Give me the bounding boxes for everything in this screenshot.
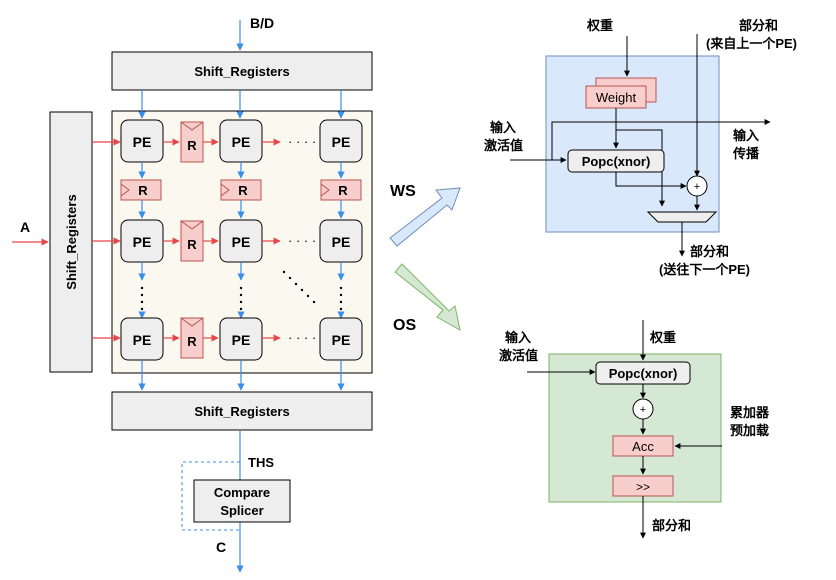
reg-v3-label: R	[338, 183, 348, 198]
os-act-in-1: 输入	[505, 330, 531, 345]
ws-act-in-2: 激活值	[484, 138, 523, 153]
row1-dots: · · · ·	[288, 134, 316, 149]
os-adder-plus: +	[640, 404, 646, 416]
reg-r3-clock-mark	[180, 317, 204, 327]
top-shift-registers-label: Shift_Registers	[194, 64, 289, 79]
ws-label: WS	[390, 183, 416, 200]
os-preload-1: 累加器	[730, 405, 770, 420]
ws-adder-plus: +	[694, 181, 700, 193]
pe-r1c3-label: PE	[332, 134, 351, 150]
pe-r2c1-label: PE	[133, 234, 152, 250]
reg-v3-clock-mark	[320, 183, 330, 197]
left-shift-registers	[49, 111, 93, 373]
os-acc-label: Acc	[632, 439, 654, 454]
ws-arrow	[389, 187, 461, 247]
ws-partial-out-2: (送往下一个PE)	[659, 262, 750, 277]
os-arrow	[394, 263, 461, 331]
ws-popc-label: Popc(xnor)	[582, 154, 651, 169]
reg-r1-label: R	[187, 138, 197, 153]
reg-r1-clock-mark	[180, 121, 204, 131]
os-act-in-2: 激活值	[499, 348, 538, 363]
os-partial-out: 部分和	[652, 518, 691, 533]
reg-v1-label: R	[138, 183, 148, 198]
reg-v2-label: R	[238, 183, 248, 198]
pe-r1c2-label: PE	[232, 134, 251, 150]
bottom-shift-registers	[111, 391, 373, 431]
bottom-shift-registers-label: Shift_Registers	[194, 404, 289, 419]
left-shift-registers-label: Shift_Registers	[64, 194, 79, 289]
top-shift-registers	[111, 51, 373, 91]
pe-r2c2-label: PE	[232, 234, 251, 250]
ws-mux	[646, 211, 718, 223]
os-shift-label: >>	[636, 480, 650, 494]
pe-r3c2-label: PE	[232, 332, 251, 348]
compare-splicer-box	[193, 479, 291, 523]
ws-partial-in-1: 部分和	[739, 18, 778, 33]
compare-label: Compare	[214, 485, 270, 500]
splicer-label: Splicer	[220, 503, 263, 518]
row3-dots: · · · ·	[288, 330, 316, 345]
reg-r2-label: R	[187, 237, 197, 252]
pe-r2c3-label: PE	[332, 234, 351, 250]
reg-r2-clock-mark	[180, 220, 204, 230]
pe-r1c1-label: PE	[133, 134, 152, 150]
reg-v1-clock-mark	[120, 183, 130, 197]
ws-weight-title: 权重	[586, 18, 613, 33]
vertical-dots	[140, 286, 343, 311]
ws-weight-to-mux	[616, 129, 665, 207]
ws-act-propagate	[551, 119, 771, 160]
input-a-label: A	[20, 219, 30, 235]
pe-r3c1-label: PE	[133, 332, 152, 348]
ws-popc-to-adder	[615, 172, 687, 189]
os-label: OS	[393, 317, 416, 334]
reg-v2-clock-mark	[220, 183, 230, 197]
input-bd-label: B/D	[250, 15, 274, 31]
os-popc-label: Popc(xnor)	[609, 366, 678, 381]
pe-r3c3-label: PE	[332, 332, 351, 348]
reg-r3-label: R	[187, 334, 197, 349]
row2-dots: · · · ·	[288, 233, 316, 248]
diagonal-dots	[282, 270, 316, 304]
os-preload-2: 预加载	[730, 423, 769, 438]
ws-act-out-1: 输入	[733, 128, 759, 143]
ws-partial-out-1: 部分和	[690, 244, 729, 259]
ws-act-in-1: 输入	[490, 120, 516, 135]
ths-dashed-path	[181, 461, 240, 531]
ws-weight-label: Weight	[596, 90, 637, 105]
ws-act-out-2: 传播	[732, 146, 760, 161]
ws-partial-in-2: (来自上一个PE)	[706, 36, 797, 51]
reg-v1	[120, 179, 162, 201]
ths-label: THS	[248, 455, 274, 470]
os-weight-title: 权重	[649, 330, 676, 345]
output-c-label: C	[216, 539, 226, 555]
